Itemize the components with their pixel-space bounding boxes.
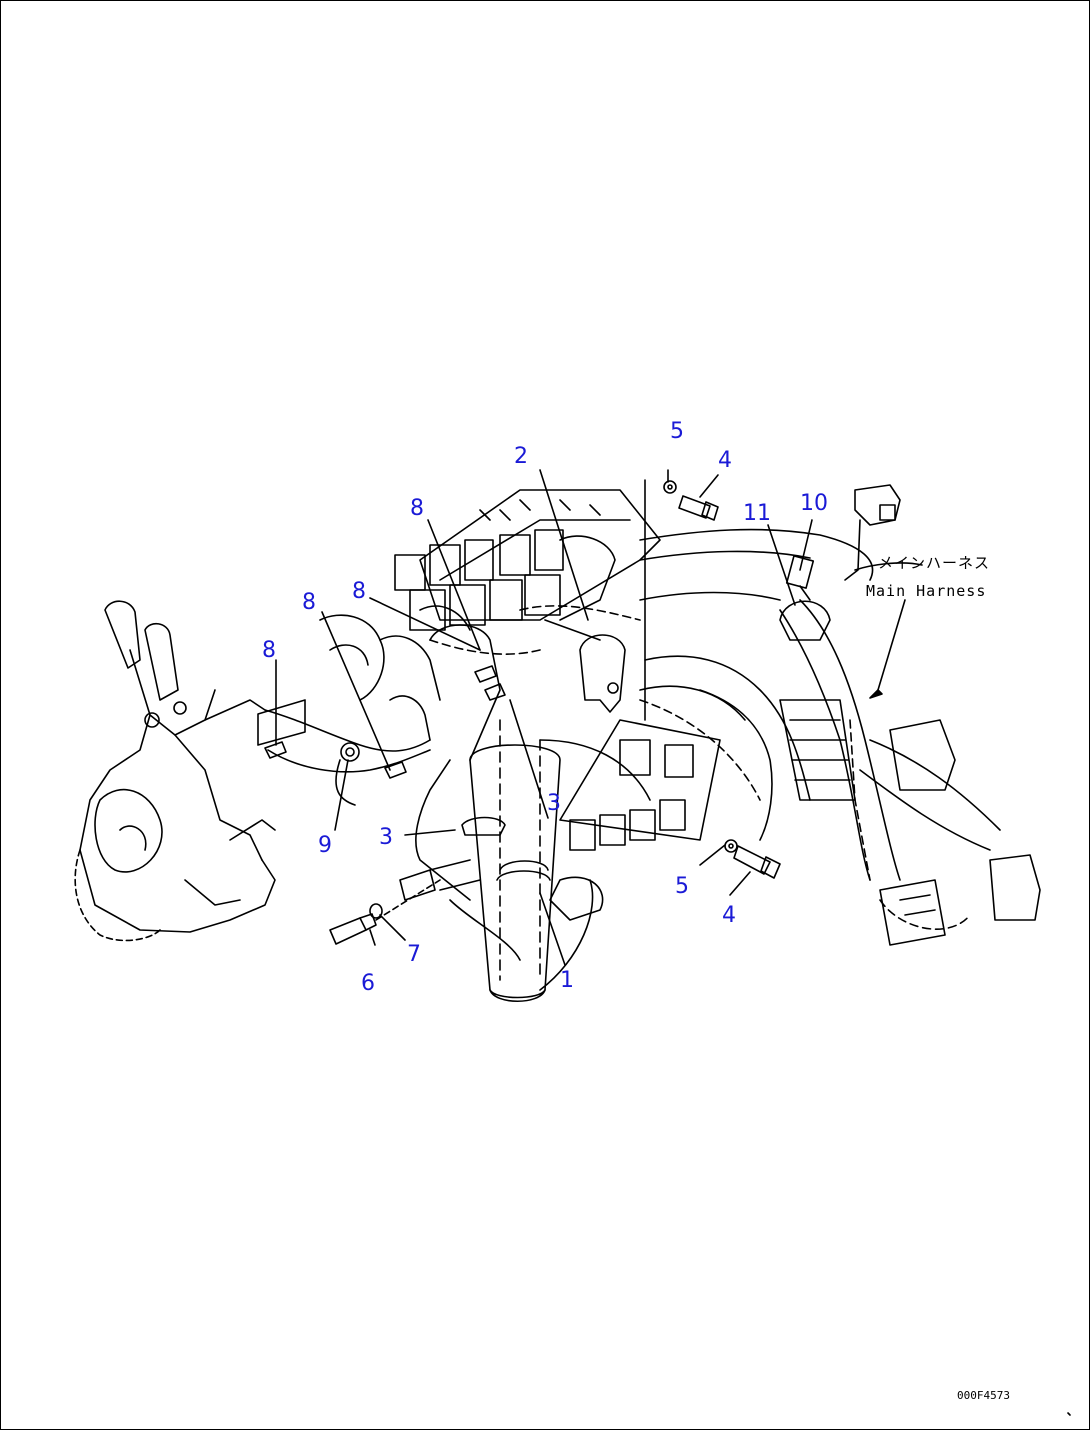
right-connectors <box>779 699 1041 946</box>
bolt-4-upper <box>678 495 719 521</box>
top-right-connector <box>844 484 901 581</box>
callout-5-lower: 5 <box>675 874 689 899</box>
clips-8 <box>257 665 506 779</box>
callout-3-b: 3 <box>379 825 393 850</box>
steering-column-assembly <box>74 600 276 942</box>
washer-5-upper <box>663 480 677 494</box>
washer-7 <box>369 903 383 919</box>
main-harness-label-en: Main Harness <box>866 582 987 600</box>
callout-3-a: 3 <box>547 791 561 816</box>
callout-4-lower: 4 <box>722 903 736 928</box>
callout-9: 9 <box>318 833 332 858</box>
bolt-6 <box>329 879 441 945</box>
leader-lines <box>275 469 923 966</box>
callout-2: 2 <box>514 444 528 469</box>
callout-4-upper: 4 <box>718 448 732 473</box>
harness-clamp-2 <box>544 619 626 713</box>
harness-clamp-10-11 <box>779 555 831 641</box>
callout-1: 1 <box>560 968 574 993</box>
clip-9 <box>340 742 360 762</box>
callout-8-a: 8 <box>410 496 424 521</box>
central-valve-block <box>394 489 661 631</box>
lower-relay-block <box>399 719 721 921</box>
callout-8-c: 8 <box>302 590 316 615</box>
callout-8-d: 8 <box>262 638 276 663</box>
callout-5-upper: 5 <box>670 419 684 444</box>
drawing-id: 000F4573 <box>957 1389 1010 1402</box>
washer-5-lower <box>724 839 738 853</box>
bolt-4-lower <box>733 845 781 879</box>
callout-8-b: 8 <box>352 579 366 604</box>
main-harness-label-ja: メインハーネス <box>878 554 991 572</box>
callout-6: 6 <box>361 971 375 996</box>
column-cover-clamps <box>415 624 594 1002</box>
callout-7: 7 <box>407 942 421 967</box>
corner-mark <box>1067 1412 1071 1416</box>
wire-harness-bundles <box>264 528 1001 930</box>
callout-10: 10 <box>800 491 828 516</box>
callout-11: 11 <box>743 501 771 526</box>
